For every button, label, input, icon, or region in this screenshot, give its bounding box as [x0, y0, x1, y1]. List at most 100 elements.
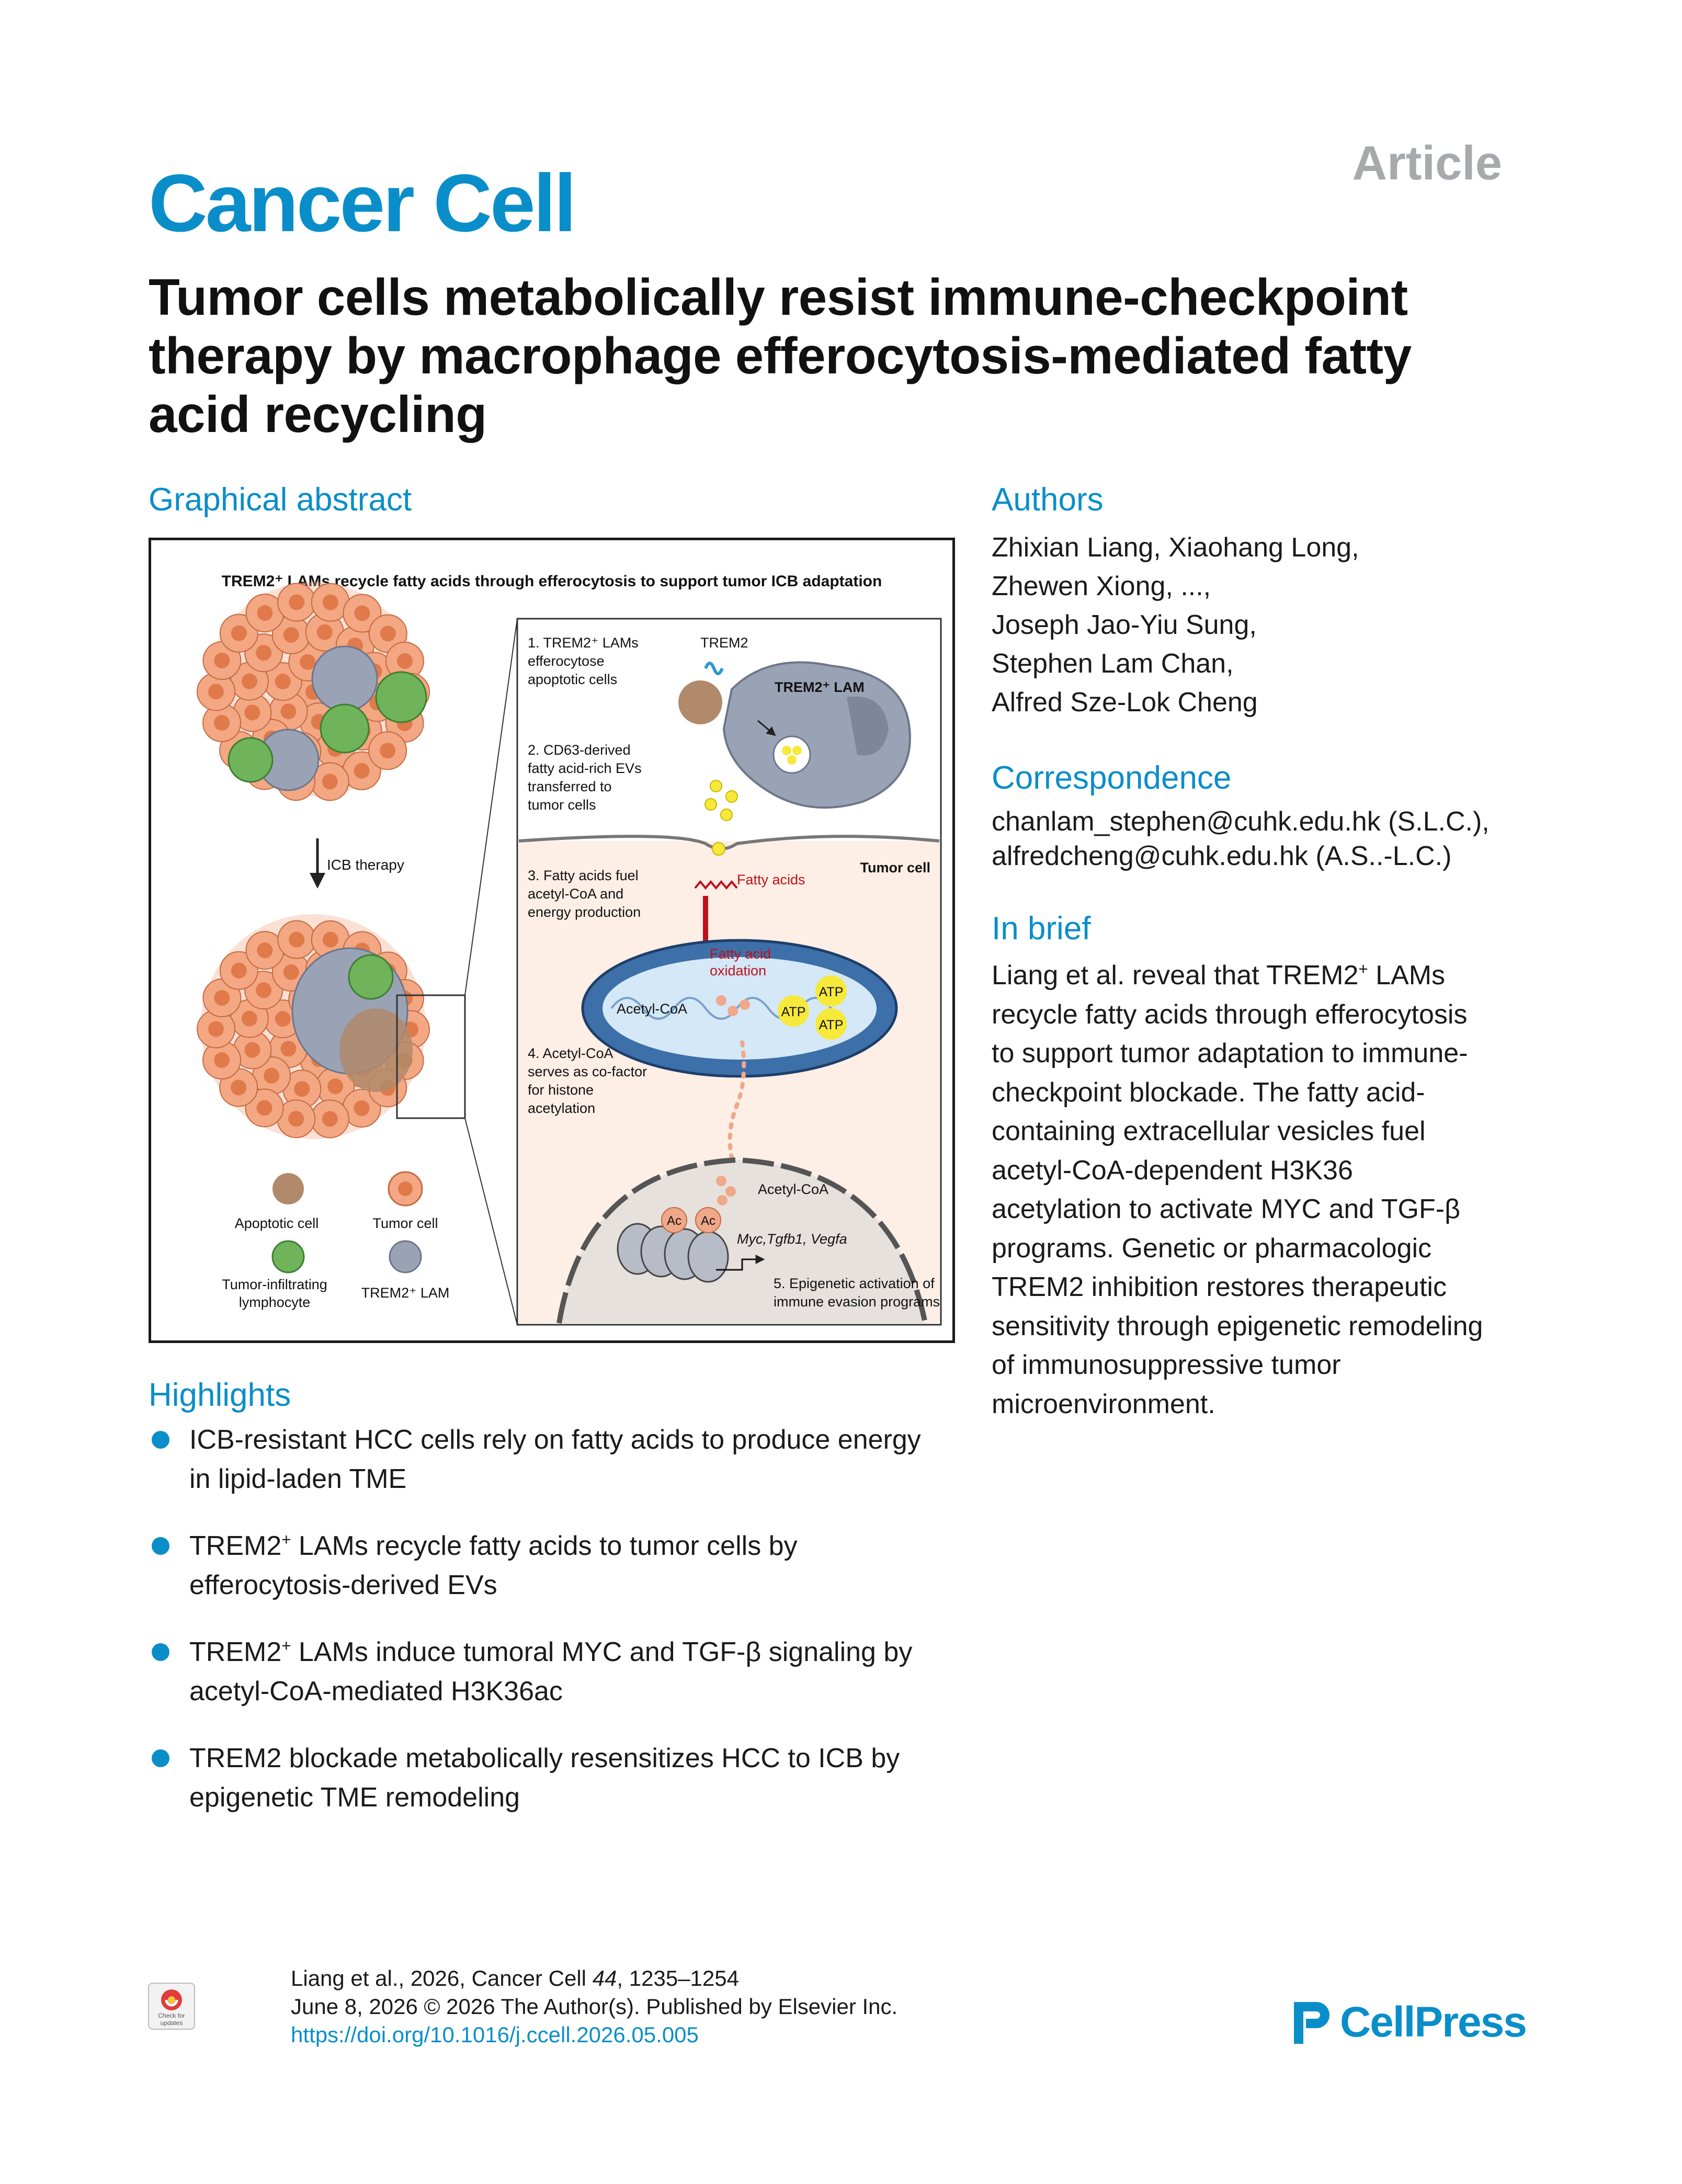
tumor-nucleus [257, 605, 273, 621]
in-brief-text: Liang et al. reveal that TREM2+ LAMs rec… [992, 960, 1483, 1419]
step2-line1: 2. CD63-derived [528, 742, 631, 758]
tumor-nucleus [280, 1041, 297, 1057]
lam-label: TREM2⁺ LAM [775, 679, 865, 695]
tumor-nucleus [280, 703, 297, 720]
tumor-nucleus [275, 674, 291, 690]
tumor-nucleus [256, 982, 272, 998]
graphical-abstract-heading: Graphical abstract [149, 482, 412, 518]
step1-line3: apoptotic cells [528, 672, 617, 687]
tumor-cluster-top [197, 582, 430, 801]
zoom-line-bottom [464, 1118, 518, 1325]
lymphocyte [348, 954, 394, 1000]
highlights-heading: Highlights [149, 1377, 291, 1413]
citation-line: Liang et al., 2026, Cancer Cell 44, 1235… [291, 1966, 739, 1990]
tumor-nucleus [322, 774, 338, 790]
tumor-nucleus [354, 605, 370, 621]
step4-line4: acetylation [528, 1100, 595, 1116]
check-for-updates-badge[interactable]: Check for updates [147, 1982, 196, 2030]
step2-line3: transferred to [528, 779, 612, 794]
icb-label: ICB therapy [327, 857, 404, 873]
tumor-nucleus [300, 654, 316, 670]
step4-line2: serves as co-factor [528, 1064, 647, 1079]
graphical-abstract-figure: TREM2⁺ LAMs recycle fatty acids through … [149, 538, 955, 1343]
ev-particles [704, 780, 738, 856]
fatty-acid-chain [694, 880, 738, 890]
email-link[interactable]: alfredcheng@cuhk.edu.hk (A.S..-L.C.) [992, 841, 1452, 871]
legend-lam-label: TREM2⁺ LAM [361, 1285, 450, 1301]
tumor-nucleus [283, 964, 299, 980]
trem2-receptor-icon [704, 662, 724, 675]
lymphocyte [228, 737, 274, 783]
tumor-nucleus [327, 1078, 344, 1095]
nucleus-acetyl-coa-label: Acetyl-CoA [758, 1181, 828, 1197]
email-link[interactable]: chanlam_stephen@cuhk.edu.hk (S.L.C.), [992, 806, 1490, 837]
step4-line1: 4. Acetyl-CoA [528, 1045, 613, 1061]
tumor-nucleus [241, 1010, 257, 1027]
highlight-item: ICB-resistant HCC cells rely on fatty ac… [149, 1420, 964, 1499]
svg-text:ATP: ATP [819, 1018, 844, 1032]
tumor-nucleus [241, 673, 257, 689]
bullet-icon [152, 1431, 169, 1449]
nucleus [556, 1157, 928, 1324]
lymphocyte [375, 671, 427, 723]
svg-text:Check for: Check for [158, 2012, 185, 2019]
acetyl-mark [695, 1207, 721, 1233]
tumor-nucleus [214, 1052, 230, 1068]
apoptotic-cell-icon [678, 680, 722, 724]
tumor-nucleus [231, 625, 247, 641]
tumor-nucleus [214, 990, 230, 1006]
tumor-nucleus [322, 594, 338, 610]
svg-text:ATP: ATP [819, 985, 844, 999]
copyright-line: June 8, 2026 © 2026 The Author(s). Publi… [291, 1994, 898, 2019]
tumor-nucleus [214, 653, 230, 669]
legend-apoptotic-label: Apoptotic cell [235, 1215, 319, 1231]
svg-text:Ac: Ac [701, 1214, 715, 1228]
legend-tumor-label: Tumor cell [372, 1215, 438, 1231]
tumor-nucleus [244, 1042, 260, 1058]
tumor-nucleus [380, 743, 396, 759]
acetyl-mark [661, 1207, 687, 1233]
legend-lymphocyte-icon [271, 1240, 305, 1273]
tumor-nucleus [208, 684, 224, 700]
authors-list: Zhixian Liang, Xiaohang Long, Zhewen Xio… [992, 532, 1359, 718]
step3-line2: acetyl-CoA and [528, 886, 623, 902]
legend-lymphocyte-label-2: lymphocyte [239, 1294, 311, 1310]
legend-apoptotic-icon [272, 1173, 304, 1204]
tumor-nucleus [264, 1067, 280, 1084]
tumor-nucleus [316, 624, 333, 640]
step3-line1: 3. Fatty acids fuel [528, 868, 639, 883]
highlight-item: TREM2+ LAMs induce tumoral MYC and TGF-β… [149, 1633, 964, 1711]
lam-nucleus [847, 696, 889, 756]
tumor-nucleus [208, 1021, 224, 1037]
tumor-cell-label: Tumor cell [860, 860, 930, 875]
step5-line1: 5. Epigenetic activation of [774, 1276, 935, 1291]
correspondence-heading: Correspondence [992, 760, 1232, 796]
bullet-icon [152, 1749, 169, 1767]
mechanism-panel: 1. TREM2⁺ LAMs efferocytose apoptotic ce… [516, 618, 942, 1326]
tumor-nucleus [396, 653, 413, 669]
bullet-icon [152, 1643, 169, 1661]
fatty-acids-label: Fatty acids [737, 872, 805, 888]
legend-lymphocyte-label-1: Tumor-infiltrating [222, 1277, 327, 1292]
article-type-label: Article [1352, 136, 1502, 190]
atp-badges: ATP ATP ATP [778, 975, 847, 1040]
tumor-nucleus [244, 704, 260, 721]
doi-link[interactable]: https://doi.org/10.1016/j.ccell.2026.05.… [291, 2022, 699, 2047]
zoom-line-top [464, 618, 518, 996]
citation-block: Liang et al., 2026, Cancer Cell 44, 1235… [291, 1964, 897, 2049]
tumor-nucleus [283, 627, 299, 643]
step1-line2: efferocytose [528, 653, 605, 669]
tumor-nucleus [322, 931, 338, 948]
bullet-icon [152, 1537, 169, 1555]
phagosome [772, 735, 811, 774]
tumor-nucleus [354, 763, 370, 779]
step4-line3: for histone [528, 1082, 594, 1098]
tumor-nucleus [275, 1011, 291, 1027]
trem2-label: TREM2 [700, 635, 748, 651]
fao-label-1: Fatty acid [710, 946, 771, 962]
journal-logo: Cancer Cell [149, 158, 576, 249]
tumor-nucleus [289, 594, 305, 610]
cellpress-logo: CellPress [1288, 1997, 1527, 2054]
step2-line2: fatty acid-rich EVs [528, 760, 642, 776]
correspondence-emails: chanlam_stephen@cuhk.edu.hk (S.L.C.), al… [992, 804, 1541, 873]
